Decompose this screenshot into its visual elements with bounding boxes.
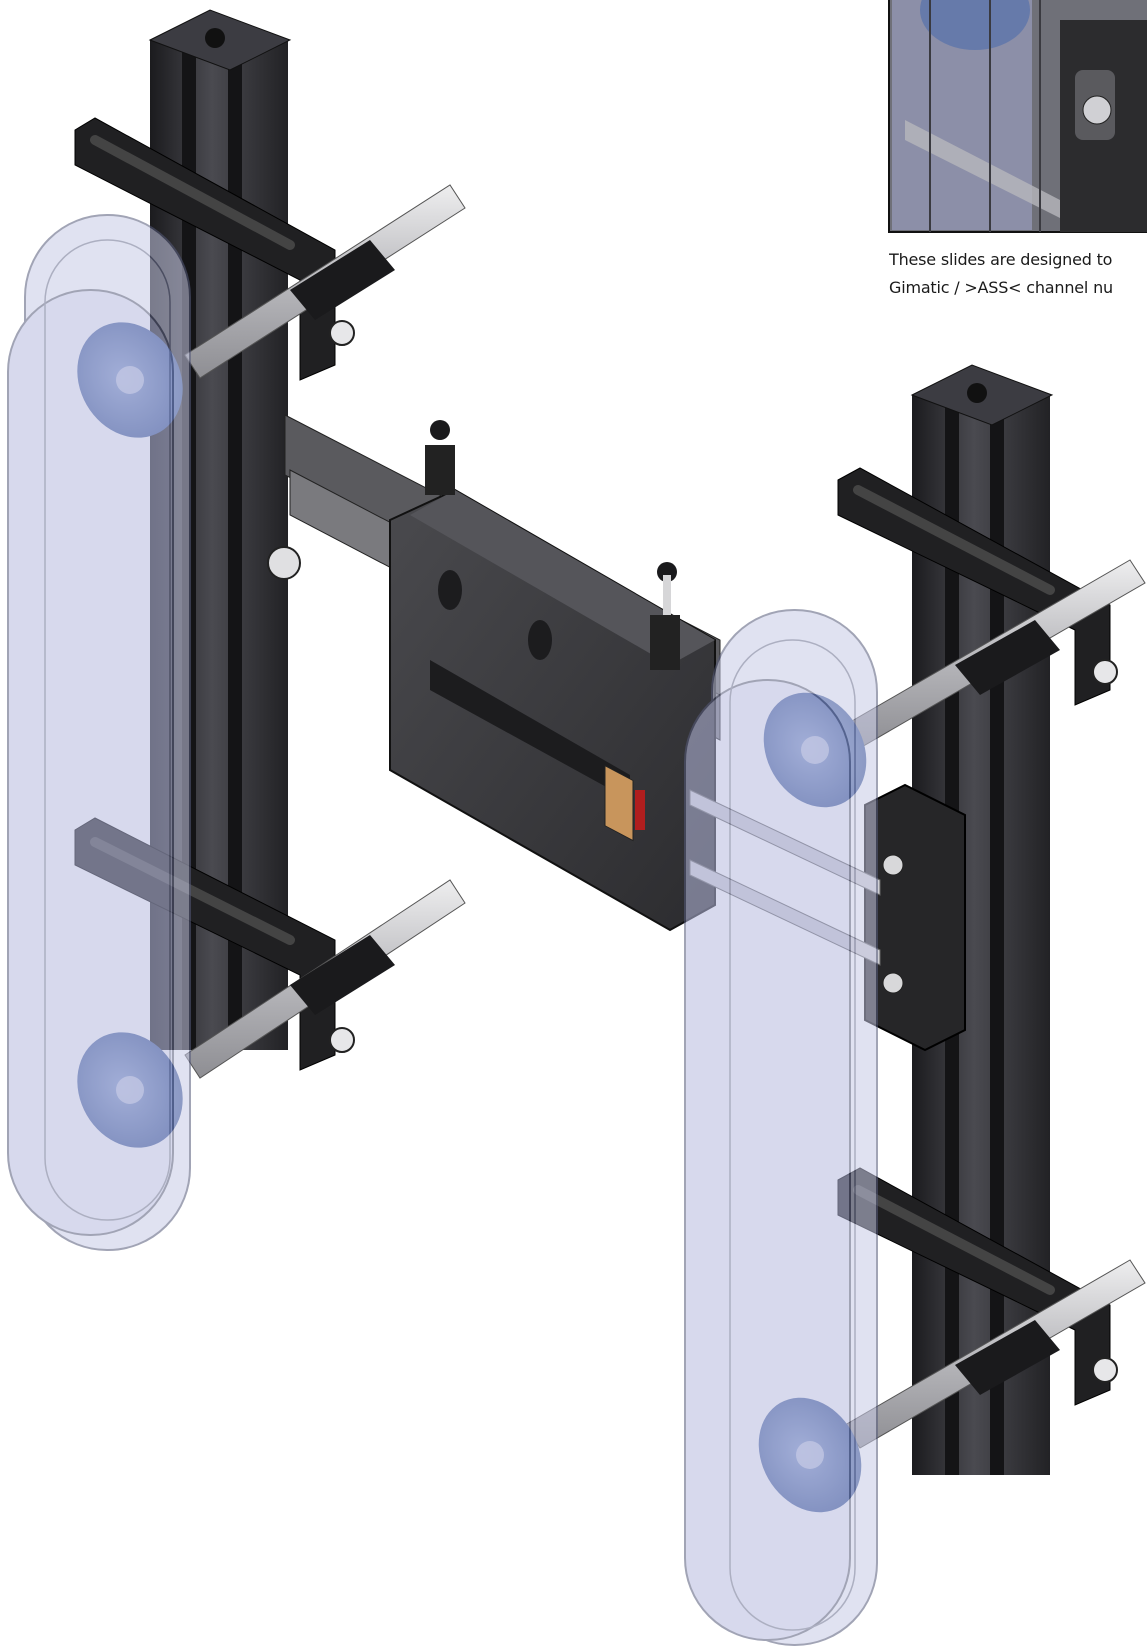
right-clamp-block <box>864 783 966 1052</box>
right-transparent-pad <box>684 609 878 1646</box>
right-top-bracket <box>837 467 1118 706</box>
caption-line-2: Gimatic / >ASS< channel nu <box>889 278 1113 297</box>
pneumatic-slide <box>267 414 721 932</box>
left-top-bracket <box>74 117 355 381</box>
left-bottom-rod <box>184 879 466 1079</box>
left-top-rod <box>184 184 466 379</box>
right-bottom-bracket <box>837 1167 1118 1406</box>
caption-line-1: These slides are designed to <box>889 250 1113 269</box>
inset-caption: These slides are designed to Gimatic / >… <box>889 246 1147 302</box>
detail-inset <box>888 0 1147 233</box>
left-transparent-pad <box>7 214 191 1251</box>
